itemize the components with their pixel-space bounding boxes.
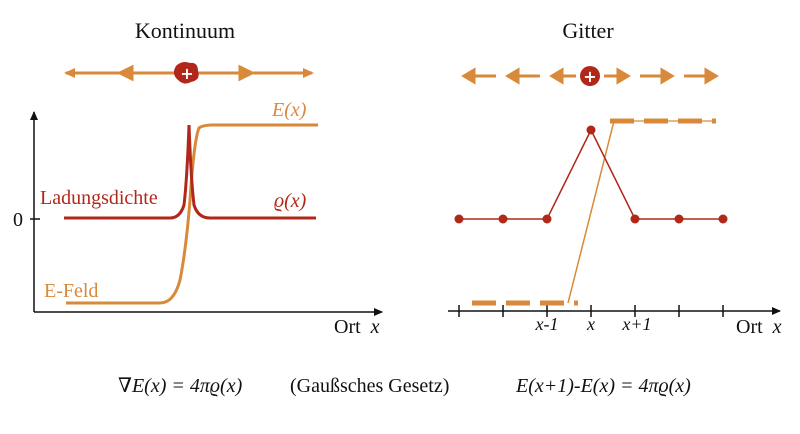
left-charge-plus-icon: + xyxy=(180,64,193,83)
right-charge-icon: + xyxy=(580,66,600,86)
e-field-label: E-Feld xyxy=(44,280,98,302)
rho-curve-label: ϱ(x) xyxy=(274,190,307,212)
right-axis xyxy=(448,305,781,317)
lattice-point xyxy=(454,214,464,224)
tick-label-x-plus-1: x+1 xyxy=(621,314,651,334)
right-x-axis-var: x xyxy=(772,316,782,338)
lattice-point xyxy=(498,214,508,224)
right-panel-title: Gitter xyxy=(562,18,614,43)
lattice-point xyxy=(674,214,684,224)
e-field-curve-continuum xyxy=(66,123,318,305)
lattice-point xyxy=(718,214,728,224)
continuum-equation: ∇E(x) = 4πϱ(x) xyxy=(118,375,243,397)
left-field-arrows xyxy=(64,64,314,82)
zero-label: 0 xyxy=(13,209,23,231)
lattice-point xyxy=(586,125,596,135)
tick-label-x: x xyxy=(586,314,595,334)
left-x-axis-var: x xyxy=(370,316,380,338)
e-field-lattice xyxy=(472,118,716,306)
charge-density-curve-continuum xyxy=(64,124,316,220)
left-charge-icon: + xyxy=(173,62,199,84)
left-x-axis-word: Ort xyxy=(334,316,361,338)
left-panel-title: Kontinuum xyxy=(135,18,235,43)
tick-label-x-minus-1: x-1 xyxy=(535,314,559,334)
svg-text:Ort x: Ort x xyxy=(334,316,380,338)
charge-density-lattice xyxy=(459,128,723,220)
gauss-law-label: (Gaußsches Gesetz) xyxy=(290,375,449,397)
lattice-point xyxy=(542,214,552,224)
svg-text:Ort x: Ort x xyxy=(736,316,782,338)
lattice-equation: E(x+1)-E(x) = 4πϱ(x) xyxy=(515,375,691,397)
left-x-axis-label: Ort x xyxy=(334,316,380,338)
charge-density-lattice-points xyxy=(454,125,728,224)
right-x-axis-word: Ort xyxy=(736,316,763,338)
lattice-point xyxy=(630,214,640,224)
e-curve-label: E(x) xyxy=(271,99,307,121)
charge-density-label: Ladungsdichte xyxy=(40,187,158,209)
right-field-arrows xyxy=(461,67,719,85)
right-x-axis-label: Ort x xyxy=(736,316,782,338)
right-charge-plus-icon: + xyxy=(583,67,596,86)
left-axes xyxy=(30,111,383,316)
